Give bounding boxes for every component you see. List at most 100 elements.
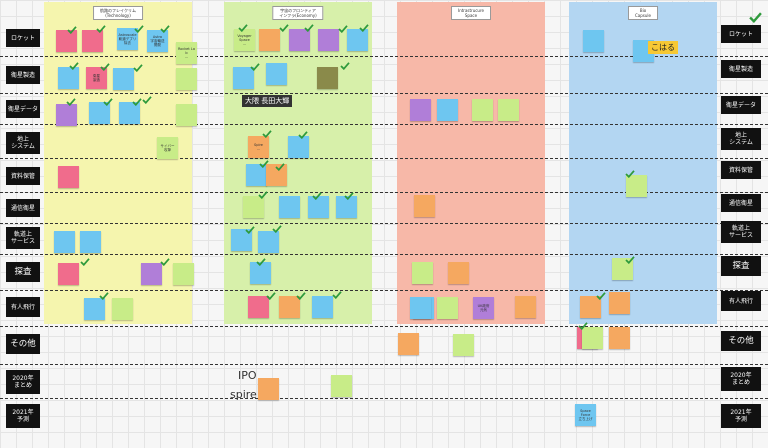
sticky-note[interactable]	[317, 67, 338, 89]
row-divider	[0, 254, 768, 255]
sticky-note[interactable]	[453, 334, 474, 356]
sticky-note[interactable]	[243, 196, 264, 218]
sticky-note[interactable]	[54, 231, 75, 253]
sticky-note[interactable]	[312, 296, 333, 318]
ipo-label: IPO	[238, 369, 257, 382]
check-icon	[304, 24, 314, 32]
sticky-note[interactable]: Spire ...	[248, 136, 269, 158]
sticky-note[interactable]: UK政府 元気	[473, 297, 494, 319]
check-icon	[578, 322, 588, 330]
check-icon	[332, 291, 342, 299]
check-icon	[132, 98, 142, 106]
sticky-note[interactable]	[56, 30, 77, 52]
sticky-note[interactable]: サイバー 攻撃	[157, 137, 178, 159]
row-divider	[0, 192, 768, 193]
sticky-note[interactable]	[515, 296, 536, 318]
sticky-note[interactable]	[626, 175, 647, 197]
sticky-note[interactable]	[58, 67, 79, 89]
check-icon	[160, 258, 170, 266]
sticky-note[interactable]	[609, 292, 630, 314]
check-icon	[238, 24, 248, 32]
sticky-note[interactable]	[448, 262, 469, 284]
sticky-note[interactable]	[318, 29, 339, 51]
row-label-crewed: 有人飛行	[6, 297, 40, 317]
sticky-note[interactable]	[58, 263, 79, 285]
sticky-note[interactable]	[583, 30, 604, 52]
sticky-note[interactable]	[141, 263, 162, 285]
sticky-note[interactable]	[266, 63, 287, 85]
sticky-note[interactable]	[233, 67, 254, 89]
sticky-note[interactable]	[113, 68, 134, 90]
check-icon	[258, 191, 268, 199]
sticky-note[interactable]	[173, 263, 194, 285]
check-icon	[340, 62, 350, 70]
sticky-note[interactable]	[437, 297, 458, 319]
sticky-note[interactable]	[331, 375, 352, 397]
sticky-note[interactable]	[56, 104, 77, 126]
sticky-note[interactable]	[259, 29, 280, 51]
sticky-note[interactable]	[612, 258, 633, 280]
row-label-crewed-right: 有人飛行	[721, 291, 761, 311]
row-divider	[0, 124, 768, 125]
sticky-note[interactable]	[498, 99, 519, 121]
sticky-note[interactable]	[119, 102, 140, 124]
sticky-note[interactable]	[58, 166, 79, 188]
sticky-note[interactable]: Rocket Lab ...	[176, 42, 197, 64]
sticky-note[interactable]	[279, 296, 300, 318]
check-icon	[245, 226, 255, 234]
sticky-note[interactable]: Space Force 立ち上げ	[575, 404, 596, 426]
sticky-note[interactable]: Astra 宇宙輸送 開発	[147, 30, 168, 52]
sticky-note[interactable]	[414, 195, 435, 217]
row-divider	[0, 364, 768, 365]
row-label-satellite-data: 衛星データ	[6, 100, 40, 118]
sticky-note[interactable]	[231, 229, 252, 251]
check-icon	[298, 131, 308, 139]
sticky-note[interactable]	[258, 378, 279, 400]
check-icon	[272, 225, 282, 233]
sticky-note[interactable]	[347, 29, 368, 51]
check-icon	[100, 63, 110, 71]
sticky-note[interactable]	[84, 298, 105, 320]
sticky-note[interactable]	[112, 298, 133, 320]
sticky-note[interactable]	[609, 327, 630, 349]
sticky-note[interactable]	[437, 99, 458, 121]
row-label-ground-system-right: 地上 システム	[721, 128, 761, 150]
sticky-note[interactable]	[308, 196, 329, 218]
user-cursor-tag: 大隈 長田大輝	[242, 95, 293, 107]
sticky-note[interactable]	[289, 29, 310, 51]
sticky-note[interactable]	[398, 333, 419, 355]
sticky-note[interactable]	[472, 99, 493, 121]
sticky-note[interactable]	[82, 30, 103, 52]
sticky-note[interactable]	[412, 262, 433, 284]
sticky-note[interactable]	[246, 164, 267, 186]
sticky-note[interactable]	[580, 296, 601, 318]
column-title: 航路のフレイクリム(Technology)	[93, 6, 143, 20]
sticky-note[interactable]	[279, 196, 300, 218]
sticky-note[interactable]	[176, 104, 197, 126]
sticky-note[interactable]	[258, 231, 279, 253]
user-cursor-tag: こはる	[648, 41, 678, 54]
row-label-comm-satellite-right: 通信衛星	[721, 194, 761, 212]
sticky-note[interactable]	[89, 102, 110, 124]
sticky-note[interactable]	[288, 136, 309, 158]
sticky-note[interactable]	[248, 296, 269, 318]
check-icon	[96, 25, 106, 33]
sticky-note[interactable]	[266, 164, 287, 186]
sticky-note[interactable]	[582, 327, 603, 349]
check-icon	[262, 130, 272, 138]
sticky-note[interactable]	[410, 99, 431, 121]
sticky-note[interactable]: Astroscale 軌道デブリ 除去	[117, 28, 138, 50]
sticky-note[interactable]	[336, 196, 357, 218]
check-icon	[259, 160, 269, 168]
check-icon	[250, 63, 260, 71]
sticky-note[interactable]	[410, 297, 431, 319]
sticky-note[interactable]	[250, 262, 271, 284]
sticky-note[interactable]	[176, 68, 197, 90]
sticky-note[interactable]	[80, 231, 101, 253]
sticky-note[interactable]: Voyager Space ...	[234, 29, 255, 51]
sticky-note[interactable]: 衛星 製造	[86, 67, 107, 89]
row-divider	[0, 158, 768, 159]
check-icon	[142, 96, 152, 104]
